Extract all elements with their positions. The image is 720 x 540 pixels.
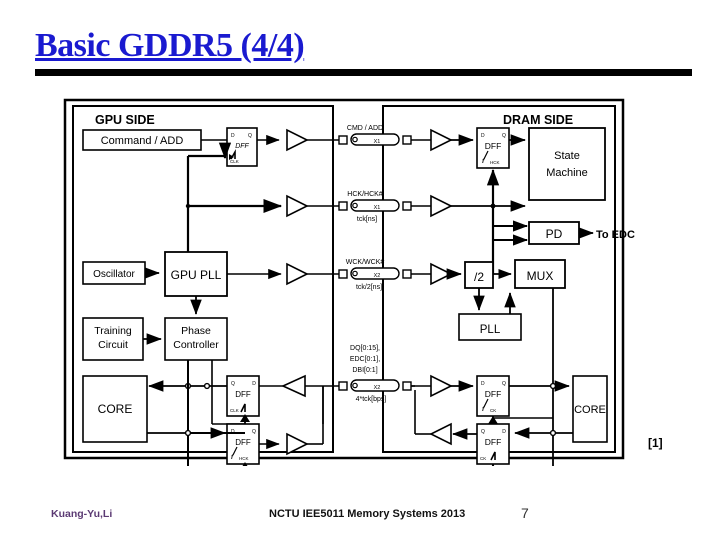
block-phase-controller-line2: Controller <box>173 339 219 351</box>
block-phase-controller-line1: Phase <box>181 325 211 337</box>
gddr5-block-diagram: GPU SIDE DRAM SIDE Command / ADD D Q DFF… <box>55 88 635 466</box>
block-command-add-label: Command / ADD <box>101 135 184 147</box>
pad-gpu-wck <box>338 269 348 279</box>
block-pd-label: PD <box>546 227 563 241</box>
pad-dram-wck <box>402 269 412 279</box>
channel-hck-timing: tck[ns] <box>357 216 377 223</box>
block-state-machine-line1: State <box>554 150 580 162</box>
block-div2 <box>464 261 494 289</box>
block-gpu-core-label: CORE <box>98 402 133 416</box>
title-divider <box>35 69 692 76</box>
block-state-machine-line2: Machine <box>546 167 588 179</box>
gpu-buffer-cmd <box>286 128 309 152</box>
gpu-dff-cmd-pin-clk: CLK <box>230 159 239 164</box>
channel-dq-name3: DBI[0:1] <box>352 367 377 374</box>
block-oscillator-label: Oscillator <box>93 269 135 280</box>
block-dram-pll-label: PLL <box>480 324 501 336</box>
channel-hck-rate: X1 <box>374 205 381 211</box>
channel-hck-name: HCK/HCK# <box>347 191 383 198</box>
clock-edge-icon <box>240 403 246 413</box>
block-div2-label: /2 <box>474 270 484 284</box>
gpu-dff-rx-pin-clk: CLK <box>230 408 239 413</box>
gpu-dff-tx-clk-sub: HCK <box>239 456 249 461</box>
dram-dff-cmd-label: DFF <box>485 141 502 151</box>
dram-dff-rx-pin-clk: f <box>482 406 485 413</box>
gpu-dff-tx-pin-q: Q <box>252 429 256 435</box>
channel-cmd-add-name: CMD / ADD <box>347 125 383 132</box>
pad-gpu-hck <box>338 201 348 211</box>
channel-dq-name1: DQ[0:15], <box>350 345 380 352</box>
dram-dff-cmd-pin-d: D <box>481 133 485 139</box>
gpu-side-box <box>72 105 334 453</box>
channel-wck-line <box>350 267 400 280</box>
dram-buffer-wck <box>430 262 453 286</box>
channel-dq-name2: EDC[0:1], <box>350 356 380 363</box>
block-training-circuit-line2: Circuit <box>98 339 128 351</box>
gpu-dff-tx-label: DFF <box>235 438 251 447</box>
block-state-machine <box>528 127 606 201</box>
block-gpu-core <box>82 375 148 443</box>
label-to-edc: To EDC <box>596 229 635 241</box>
block-dram-core <box>572 375 608 443</box>
gpu-dff-cmd-pin-d: D <box>231 133 235 139</box>
channel-wck-timing: tck/2[ns] <box>356 284 382 291</box>
dram-dff-cmd-pin-clk: f <box>482 158 485 165</box>
dram-side-heading: DRAM SIDE <box>503 113 573 127</box>
dram-buffer-rx <box>430 374 453 398</box>
gpu-dff-cmd-pin-q: Q <box>248 133 252 139</box>
block-training-circuit-line1: Training <box>94 325 132 337</box>
channel-wck-name: WCK/WCK# <box>346 259 385 266</box>
dram-dff-tx-pin-d: D <box>502 429 506 435</box>
channel-dq-rate: X2 <box>374 385 381 391</box>
dram-dff-tx-pin-clk: CK <box>480 456 486 461</box>
dram-dff-cmd-clk-sub: HCK <box>490 160 500 165</box>
dram-buffer-tx <box>429 422 452 446</box>
dram-dff-tx-label: DFF <box>485 437 502 447</box>
footer-author: Kuang-Yu,Li <box>51 508 113 520</box>
footer-course: NCTU IEE5011 Memory Systems 2013 <box>269 508 466 520</box>
gpu-dff-rx-label: DFF <box>235 390 251 399</box>
channel-cmd-add-line <box>350 133 400 146</box>
gpu-buffer-tx <box>286 432 309 456</box>
gpu-dff-cmd-label: DFF <box>235 143 249 150</box>
block-mux <box>514 259 566 289</box>
clock-edge-icon <box>490 451 496 461</box>
channel-cmd-add-rate: X1 <box>374 139 381 145</box>
gpu-dff-rx-pin-q: Q <box>231 381 235 387</box>
gpu-buffer-hck <box>286 194 309 218</box>
block-gpu-dff-cmd <box>226 127 258 167</box>
pad-dram-hck <box>402 201 412 211</box>
dram-buffer-cmd <box>430 128 453 152</box>
dram-dff-rx-clk-sub: CK <box>490 408 496 413</box>
dram-dff-tx-pin-q: Q <box>481 429 485 435</box>
gpu-side-heading: GPU SIDE <box>95 113 155 127</box>
dram-dff-rx-label: DFF <box>485 389 502 399</box>
dram-buffer-hck <box>430 194 453 218</box>
block-dram-pll <box>458 313 522 341</box>
block-dram-dff-tx <box>476 423 510 465</box>
block-dram-dff-cmd <box>476 127 510 169</box>
gpu-dff-rx-pin-d: D <box>252 381 256 387</box>
pad-dram-dq <box>402 381 412 391</box>
channel-hck-line <box>350 199 400 212</box>
pad-gpu-dq <box>338 381 348 391</box>
footer-page-number: 7 <box>521 505 529 521</box>
dram-dff-cmd-pin-q: Q <box>502 133 506 139</box>
pad-dram-cmd <box>402 135 412 145</box>
channel-dq-timing: 4*tck[bps] <box>356 396 387 403</box>
citation-reference: [1] <box>648 436 663 450</box>
block-dram-core-label: CORE <box>574 404 606 416</box>
pad-gpu-cmd <box>338 135 348 145</box>
channel-dq-line <box>350 379 400 392</box>
gpu-buffer-wck <box>286 262 309 286</box>
channel-wck-rate: X2 <box>374 273 381 279</box>
gpu-dff-tx-pin-clk: f <box>231 455 234 461</box>
dram-dff-rx-pin-d: D <box>481 381 485 387</box>
block-mux-label: MUX <box>527 269 554 283</box>
page-title: Basic GDDR5 (4/4) <box>35 27 305 64</box>
block-gpu-pll-label: GPU PLL <box>171 268 222 282</box>
dram-dff-rx-pin-q: Q <box>502 381 506 387</box>
block-phase-controller <box>164 317 228 361</box>
